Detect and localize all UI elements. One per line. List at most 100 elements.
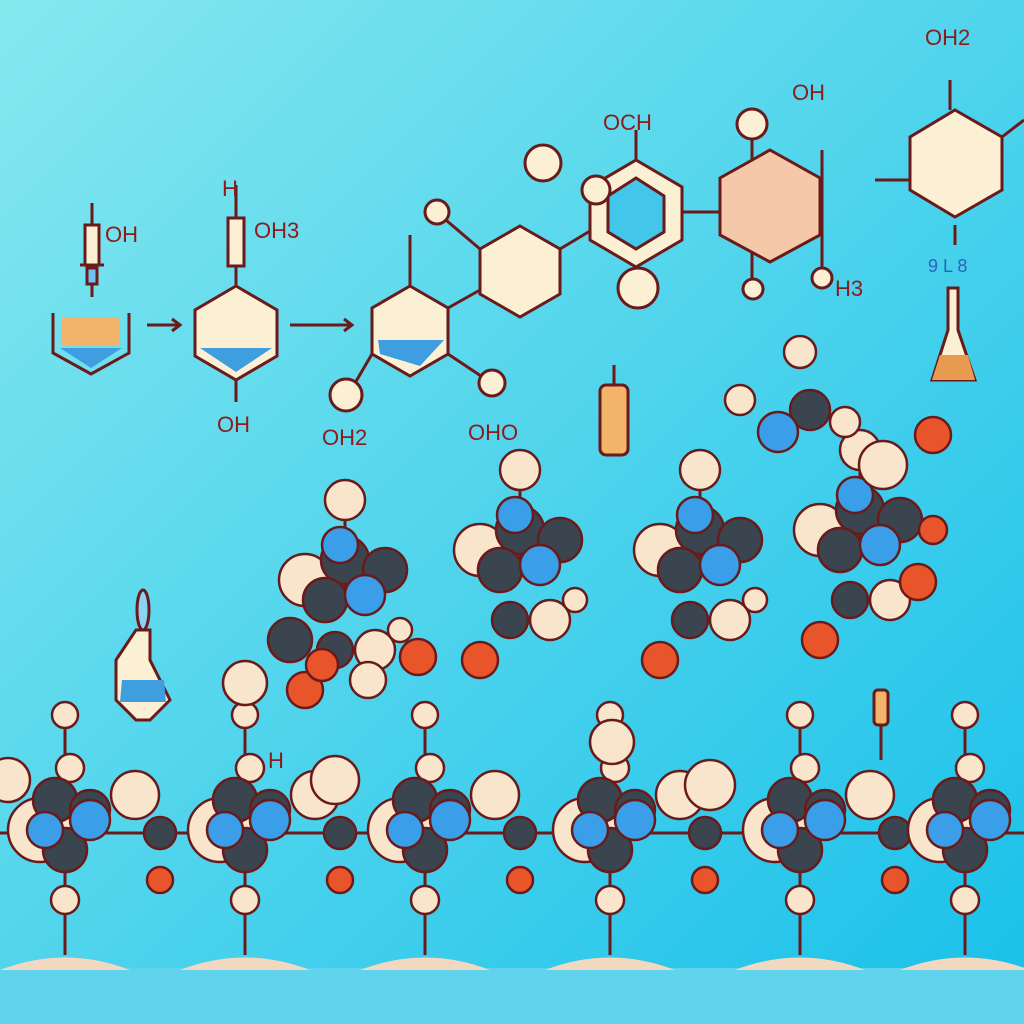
atom: [221, 659, 269, 707]
hexagon-ring: [193, 185, 279, 402]
stand-base: [545, 957, 675, 970]
label-oh: OH: [217, 412, 250, 437]
atom: [800, 620, 840, 660]
floor: [0, 968, 1024, 1024]
atom-clusters: [0, 334, 1024, 970]
label-oh: OH: [792, 80, 825, 105]
atom: [409, 884, 441, 916]
atom: [505, 865, 535, 895]
atom: [785, 700, 815, 730]
label-oh: OH: [105, 222, 138, 247]
atom: [398, 637, 438, 677]
atom: [690, 865, 720, 895]
atom: [495, 495, 535, 535]
atom: [343, 573, 387, 617]
atom: [782, 334, 818, 370]
flask-icon: [598, 365, 630, 457]
atom: [266, 616, 314, 664]
atom: [309, 754, 361, 806]
atom: [518, 543, 562, 587]
label-h: H: [268, 748, 284, 773]
atom: [348, 660, 388, 700]
atom: [708, 598, 752, 642]
atom: [285, 670, 325, 710]
atom: [428, 798, 472, 842]
atom: [25, 810, 65, 850]
atom: [803, 798, 847, 842]
atom: [68, 798, 112, 842]
atom: [561, 586, 589, 614]
atom: [304, 647, 340, 683]
atom: [301, 576, 349, 624]
atom: [789, 752, 821, 784]
atom: [816, 526, 864, 574]
atom: [229, 884, 261, 916]
atom: [858, 523, 902, 567]
atom: [414, 752, 446, 784]
hexagon-ring: [523, 80, 1024, 310]
atom: [857, 439, 909, 491]
stand-base: [180, 957, 310, 970]
atom: [788, 388, 832, 432]
atom: [476, 546, 524, 594]
atom: [570, 810, 610, 850]
atom: [145, 865, 175, 895]
atom: [898, 562, 938, 602]
atom: [723, 383, 757, 417]
stand-base: [900, 957, 1024, 970]
atom: [760, 810, 800, 850]
atom: [528, 598, 572, 642]
atom: [322, 815, 358, 851]
flask-icon: [114, 588, 172, 722]
atom: [54, 752, 86, 784]
atom: [142, 815, 178, 851]
atom: [320, 525, 360, 565]
label-oho: OHO: [468, 420, 518, 445]
atom: [968, 798, 1012, 842]
atom: [588, 718, 636, 766]
syringe-icon: [80, 203, 104, 297]
label-oh2: OH2: [322, 425, 367, 450]
atom: [844, 769, 896, 821]
atom: [678, 448, 722, 492]
atom: [460, 640, 500, 680]
atom: [49, 884, 81, 916]
atom: [954, 752, 986, 784]
atom: [385, 810, 425, 850]
atom: [50, 700, 80, 730]
atom: [410, 700, 440, 730]
label-oh2: OH2: [925, 25, 970, 50]
atom: [925, 810, 965, 850]
atom: [741, 586, 769, 614]
atom: [502, 815, 538, 851]
atom: [880, 865, 910, 895]
atom: [828, 405, 862, 439]
atom: [325, 865, 355, 895]
atom: [490, 600, 530, 640]
atom: [917, 514, 949, 546]
atom: [323, 478, 367, 522]
atom: [835, 475, 875, 515]
atom: [640, 640, 680, 680]
label-och: OCH: [603, 110, 652, 135]
hexagon-ring: [328, 198, 601, 413]
atom: [594, 884, 626, 916]
atom: [248, 798, 292, 842]
atom: [830, 580, 870, 620]
atom: [469, 769, 521, 821]
atom: [756, 410, 800, 454]
label-h: H: [222, 176, 238, 201]
atom: [698, 543, 742, 587]
atom: [675, 495, 715, 535]
atom: [913, 415, 953, 455]
atom: [683, 758, 737, 812]
atom: [109, 769, 161, 821]
flask-icon: [929, 286, 978, 382]
atom: [613, 798, 657, 842]
label-h3: H3: [835, 276, 863, 301]
atom: [234, 752, 266, 784]
stand-base: [0, 957, 130, 970]
atom: [950, 700, 980, 730]
atom: [656, 546, 704, 594]
